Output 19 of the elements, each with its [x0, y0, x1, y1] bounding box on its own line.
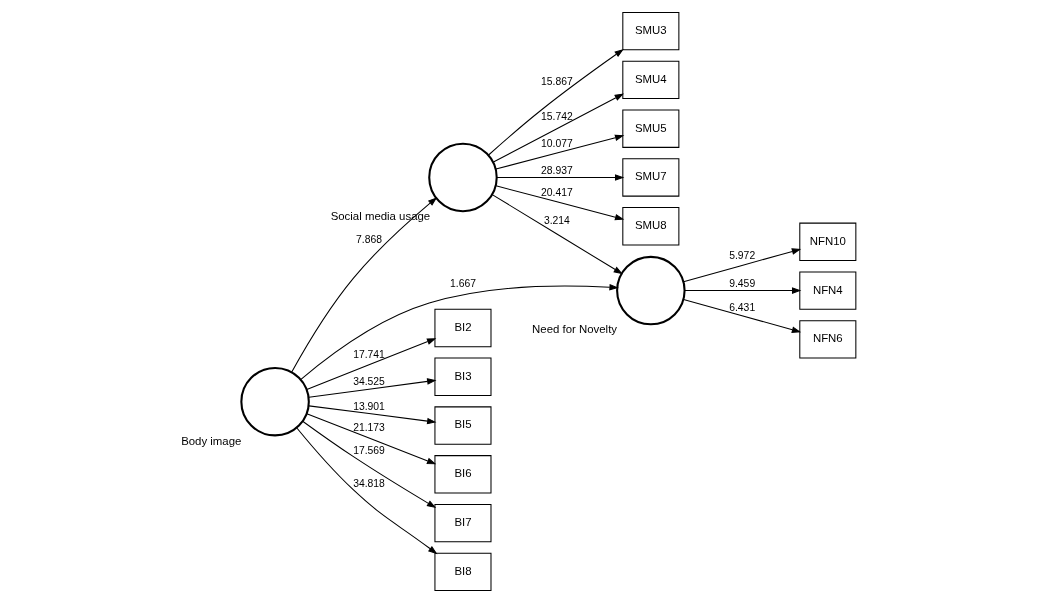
edge-label: 34.818 — [353, 477, 385, 489]
edge-label: 17.741 — [353, 349, 385, 361]
edge-label: 7.868 — [356, 233, 382, 245]
edge-label: 10.077 — [541, 138, 573, 150]
edge-label: 13.901 — [353, 400, 385, 412]
edge-label: 17.569 — [353, 444, 385, 456]
edge-label: 28.937 — [541, 165, 573, 177]
edge-label: 1.667 — [450, 278, 476, 290]
edge-label: 5.972 — [729, 250, 756, 262]
node-label: Need for Novelty — [532, 323, 618, 336]
edge-label: 15.867 — [541, 76, 573, 88]
edge-label: 3.214 — [543, 215, 570, 227]
node-label: Body image — [181, 434, 242, 447]
edge-label: 6.431 — [729, 302, 756, 314]
edge-label: 20.417 — [541, 187, 573, 199]
edge-label: 15.742 — [541, 111, 573, 123]
edge-label: 34.525 — [353, 376, 385, 388]
edge-label: 21.173 — [353, 421, 385, 433]
edge-label: 9.459 — [729, 278, 756, 290]
